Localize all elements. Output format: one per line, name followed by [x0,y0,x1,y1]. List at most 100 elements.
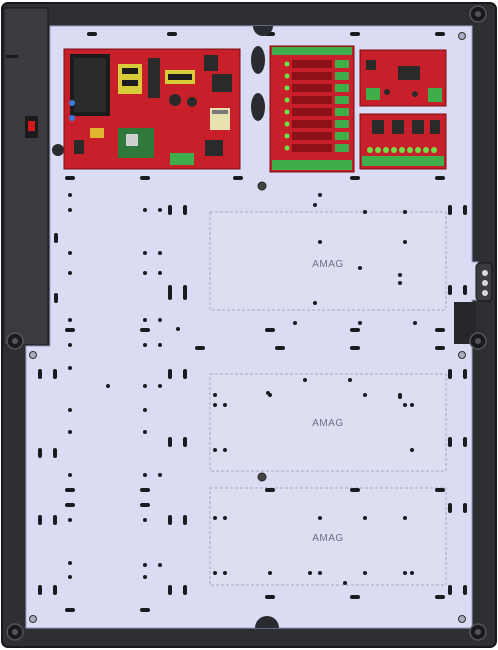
relay-distribution-board [269,45,355,173]
mounting-slot [53,515,57,525]
mounting-slot [350,328,360,332]
tamper-switch-icon[interactable] [475,262,493,302]
relay-led [284,121,290,127]
mounting-hole [143,208,147,212]
mounting-slot [435,176,445,180]
mounting-hole [68,561,72,565]
relay [292,108,332,116]
mounting-slot [233,176,243,180]
mounting-hole [223,448,227,452]
status-led [391,147,397,153]
mounting-slot [168,585,172,595]
mounting-slot [265,595,275,599]
status-led [375,147,381,153]
relay-led [284,73,290,79]
mounting-hole [106,384,110,388]
mounting-hole [223,516,227,520]
keyhole-slot [251,46,265,74]
mounting-slot [65,608,75,612]
top-notch [253,26,273,36]
mounting-slot [168,369,172,379]
mounting-hole [158,318,162,322]
relay-led [284,85,290,91]
mounting-hole [158,473,162,477]
mounting-hole-pattern [38,26,467,628]
mounting-screw-icon [29,615,37,623]
mounting-slot [448,503,452,513]
power-switch-icon[interactable] [25,116,38,138]
mounting-hole [68,408,72,412]
mounting-slot [53,448,57,458]
mounting-hole [68,251,72,255]
mounting-slot [275,346,285,350]
status-led [407,147,413,153]
mounting-hole [410,448,414,452]
mounting-slot [448,585,452,595]
mounting-hole [313,203,317,207]
mounting-slot [448,205,452,215]
mounting-hole [68,271,72,275]
mounting-hole [68,366,72,370]
mounting-hole [68,575,72,579]
mounting-slot [448,285,452,295]
tamper-bracket [454,302,476,344]
relay-terminal [335,132,349,140]
mounting-stud [257,472,267,482]
mounting-slot [65,503,75,507]
mounting-slot [65,176,75,180]
mounting-slot [183,369,187,379]
relay [292,72,332,80]
mounting-slot [435,346,445,350]
mounting-slot [167,32,177,36]
status-led [415,147,421,153]
mounting-hole [403,240,407,244]
relay-led [284,145,290,151]
mounting-slot [183,290,187,300]
mounting-screw-icon [458,615,466,623]
mounting-hole [363,571,367,575]
mounting-hole [68,473,72,477]
mounting-hole [358,266,362,270]
amag-zone-3: AMAG [209,487,447,586]
relay-terminal [335,72,349,80]
relay-terminal [335,120,349,128]
mounting-hole [176,327,180,331]
relay-terminal [335,96,349,104]
mounting-slot [265,488,275,492]
mounting-hole [398,393,402,397]
mounting-hole [398,281,402,285]
power-supply-board [63,48,241,170]
mounting-slot [448,369,452,379]
mounting-hole [223,403,227,407]
mounting-screws [6,5,487,641]
mounting-hole [363,393,367,397]
mounting-slot [54,233,58,243]
mounting-hole [213,448,217,452]
left-side-panel [3,7,49,346]
controller-board-bottom [359,113,447,170]
relay [292,60,332,68]
mounting-slot [87,32,97,36]
mounting-slot [435,32,445,36]
mounting-slot [463,437,467,447]
mounting-slot [140,328,150,332]
mounting-hole [403,403,407,407]
mounting-slot [183,205,187,215]
amag-label-3: AMAG [312,533,343,544]
mounting-hole [308,571,312,575]
mounting-slot [54,293,58,303]
relay [292,144,332,152]
mounting-hole [158,271,162,275]
mounting-slot [140,503,150,507]
relay-led [284,109,290,115]
mounting-slot [463,205,467,215]
mounting-stud [257,181,267,191]
mounting-hole [410,403,414,407]
mounting-hole [143,343,147,347]
mounting-hole [143,318,147,322]
mounting-hole [293,321,297,325]
mounting-hole [403,516,407,520]
mounting-slot [265,328,275,332]
mounting-slot [183,437,187,447]
mounting-hole [158,384,162,388]
